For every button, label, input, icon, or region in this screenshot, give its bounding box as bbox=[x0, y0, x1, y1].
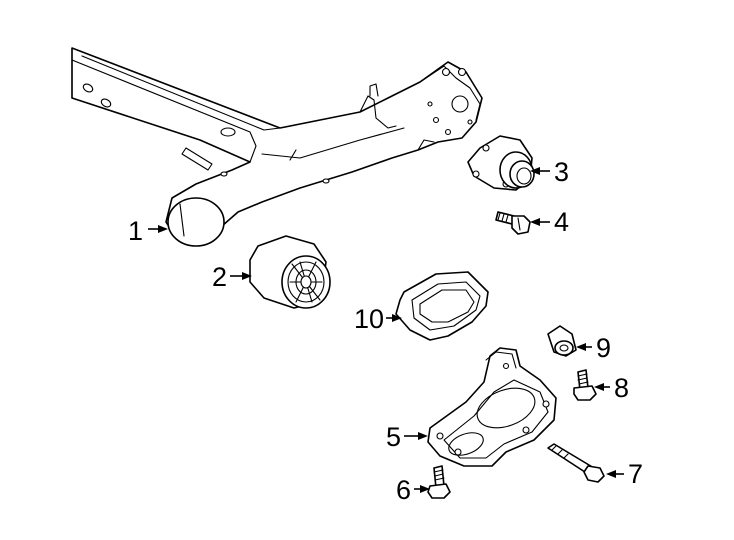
pad-part bbox=[395, 271, 489, 341]
callout-number: 3 bbox=[554, 157, 569, 187]
arrow-icon bbox=[392, 314, 402, 322]
callout-number: 4 bbox=[554, 207, 569, 237]
axle-beam-part bbox=[71, 47, 483, 247]
axle-bushing-part bbox=[249, 235, 331, 309]
callout-3: 3 bbox=[530, 157, 569, 187]
arrow-icon bbox=[418, 432, 428, 440]
callout-7: 7 bbox=[606, 459, 643, 489]
callout-8: 8 bbox=[594, 373, 629, 403]
arrow-icon bbox=[530, 167, 540, 175]
callout-2: 2 bbox=[212, 262, 252, 292]
callout-number: 8 bbox=[614, 373, 629, 403]
arrow-icon bbox=[242, 272, 252, 280]
arrow-icon bbox=[576, 343, 586, 351]
callout-1: 1 bbox=[128, 216, 168, 246]
long-bolt-part bbox=[547, 443, 605, 483]
mounting-bracket-part bbox=[427, 347, 557, 467]
callout-9: 9 bbox=[576, 333, 611, 363]
callout-4: 4 bbox=[530, 207, 569, 237]
callout-number: 2 bbox=[212, 262, 227, 292]
callout-number: 7 bbox=[628, 459, 643, 489]
arrow-icon bbox=[594, 383, 604, 391]
bracket-bolt-part bbox=[573, 369, 597, 401]
callout-number: 5 bbox=[386, 422, 401, 452]
arrow-icon bbox=[420, 485, 430, 493]
callout-10: 10 bbox=[354, 304, 402, 334]
callout-number: 10 bbox=[354, 304, 384, 334]
bracket-stud-part bbox=[427, 465, 451, 499]
hub-part bbox=[467, 135, 535, 191]
arrow-icon bbox=[530, 218, 540, 226]
callout-number: 6 bbox=[396, 475, 411, 505]
callout-5: 5 bbox=[386, 422, 428, 452]
callout-number: 1 bbox=[128, 216, 143, 246]
small-bushing-part bbox=[547, 325, 577, 357]
arrow-icon bbox=[606, 470, 616, 478]
callout-6: 6 bbox=[396, 475, 430, 505]
callout-number: 9 bbox=[596, 333, 611, 363]
hub-bolt-part bbox=[495, 211, 531, 235]
arrow-icon bbox=[158, 225, 168, 233]
